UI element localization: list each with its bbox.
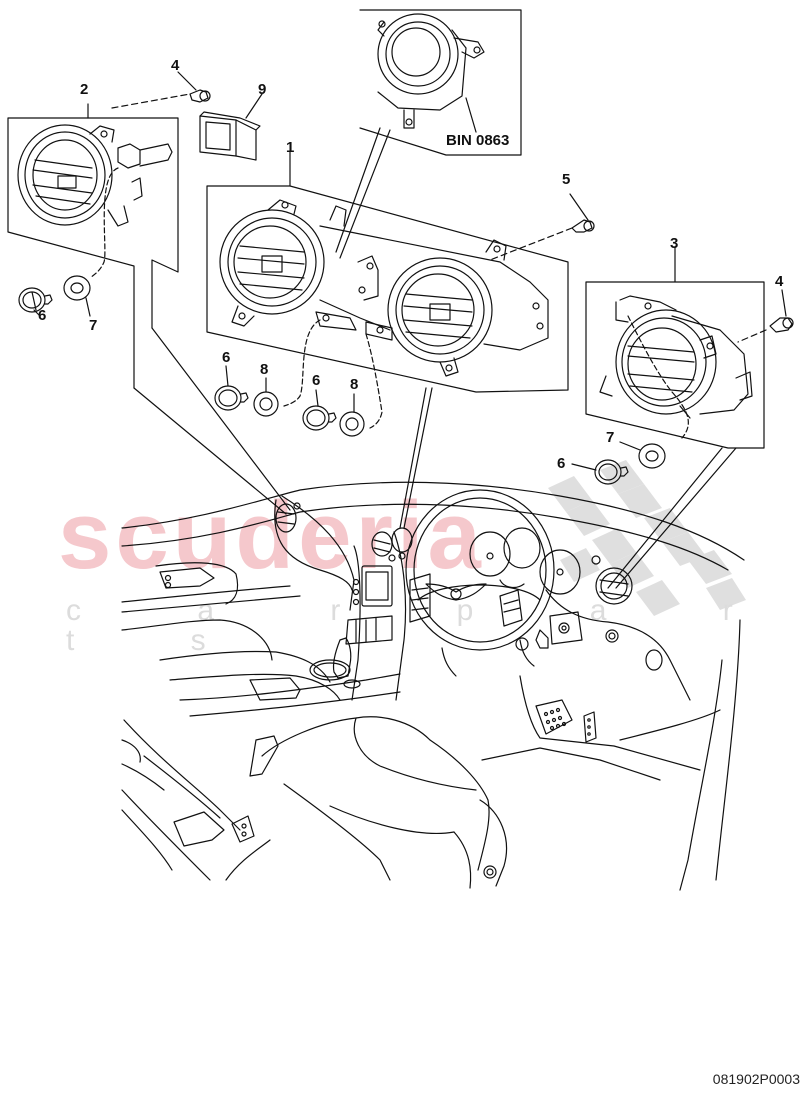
callout-2: 2 <box>80 81 89 98</box>
callout-8-b: 8 <box>350 376 359 393</box>
screw-5 <box>569 193 595 233</box>
trim-cover-9 <box>199 93 263 161</box>
right-vent-group <box>585 247 767 589</box>
callout-9: 9 <box>258 81 267 98</box>
callout-6-d: 6 <box>557 455 566 472</box>
bulb-6-7-left <box>18 275 91 317</box>
callout-3: 3 <box>670 235 679 252</box>
bulb-6-8-center-left <box>214 365 279 417</box>
callout-4-right: 4 <box>775 273 784 290</box>
vehicle-interior-drawing <box>121 481 745 891</box>
callout-7-a: 7 <box>89 317 98 334</box>
bulb-6-7-right <box>571 441 666 485</box>
callout-6-c: 6 <box>312 372 321 389</box>
left-vent-group <box>7 93 191 389</box>
checkered-flag-watermark <box>548 460 746 616</box>
inset-bin-0863 <box>335 9 522 259</box>
callout-1: 1 <box>286 139 295 156</box>
reference-code: 081902P0003 <box>712 1071 800 1087</box>
callout-7-b: 7 <box>606 429 615 446</box>
center-vent-group <box>206 151 573 529</box>
callout-6-b: 6 <box>222 349 231 366</box>
callout-4-left: 4 <box>171 57 180 74</box>
watermark-scuderia: scuderia <box>58 482 485 589</box>
callout-6-a: 6 <box>38 307 47 324</box>
bulb-6-8-center-right <box>302 389 365 437</box>
screw-4-right <box>769 289 794 333</box>
screw-4-left <box>177 71 211 103</box>
watermark-carparts: c a r p a r t s <box>66 594 787 657</box>
leader-left-vent <box>133 387 287 515</box>
inset-label-bin: BIN 0863 <box>446 132 510 149</box>
callout-8-a: 8 <box>260 361 269 378</box>
callout-5: 5 <box>562 171 571 188</box>
